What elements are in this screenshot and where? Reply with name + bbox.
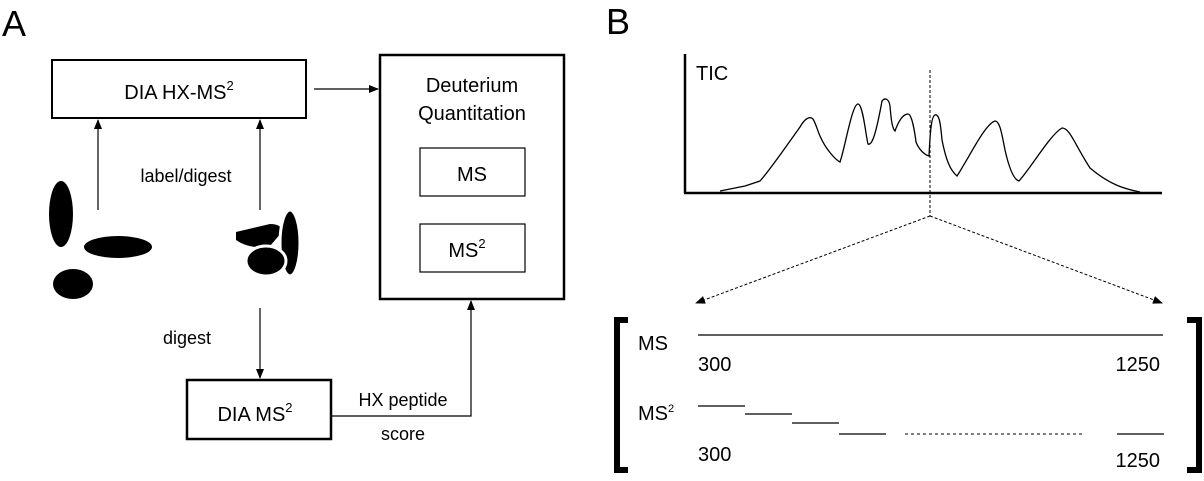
panel-a-letter: A <box>2 3 26 44</box>
label-digest-label: label/digest <box>140 166 231 186</box>
protein-complex-round <box>244 244 288 278</box>
dia-hx-ms2-box: DIA HX-MS2 <box>51 59 307 119</box>
protein-ellipse-tall <box>49 181 73 247</box>
ms-row-end: 1250 <box>1116 354 1161 376</box>
ms-row-start: 300 <box>698 354 731 376</box>
tic-label: TIC <box>696 63 728 85</box>
arrow-score-to-deuterium <box>331 300 475 417</box>
expand-arrow-left <box>695 215 931 304</box>
expand-arrow-right <box>929 215 1163 304</box>
ms-inner-label: MS <box>457 164 487 186</box>
tic-trace <box>719 98 1141 193</box>
hx-peptide-label: HX peptide <box>358 390 447 410</box>
ms2-row-end: 1250 <box>1116 450 1161 472</box>
protein-shapes-unlabeled <box>49 181 152 299</box>
ms2-isolation-windows <box>698 405 1164 435</box>
ms2-row-start: 300 <box>698 444 731 466</box>
score-label: score <box>381 424 425 444</box>
ms-row-label: MS <box>638 333 668 355</box>
panel-b-letter: B <box>606 1 630 42</box>
left-bracket <box>614 317 628 473</box>
dia-ms2-box: DIA MS2 <box>185 378 333 441</box>
protein-complex-top <box>236 224 282 248</box>
deuterium-title-line1: Deuterium <box>426 75 518 97</box>
ms-inner-box: MS <box>419 147 526 197</box>
right-bracket <box>1187 317 1202 473</box>
protein-complex-labeled <box>236 208 302 278</box>
dia-hx-ms2-label: DIA HX-MS2 <box>124 78 233 104</box>
dia-ms2-label: DIA MS2 <box>217 400 292 426</box>
protein-ellipse-wide <box>84 236 152 258</box>
ms2-inner-box: MS2 <box>419 223 526 273</box>
ms2-row-label: MS2 <box>638 403 674 425</box>
deuterium-title-line2: Quantitation <box>418 103 526 125</box>
protein-ellipse-round <box>53 269 93 299</box>
digest-label: digest <box>163 328 211 348</box>
ms2-inner-label: MS2 <box>448 236 485 262</box>
